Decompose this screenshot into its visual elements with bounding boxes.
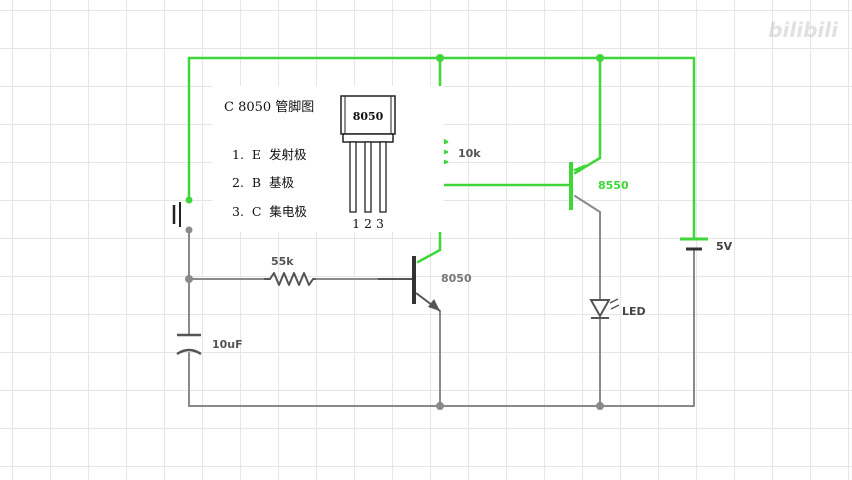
- bilibili-watermark: bilibili: [768, 18, 838, 42]
- to92-package-icon: 8050 1 2 3: [340, 95, 396, 231]
- label-8550: 8550: [598, 179, 629, 192]
- pnp-transistor-symbol: [538, 162, 586, 210]
- pin-row-base: 2. B 基极: [232, 175, 295, 190]
- pin-row-emitter: 1. E 发射极: [232, 147, 307, 162]
- pinout-panel: C 8050 管脚图 1. E 发射极 2. B 基极 3. C 集电极 805…: [212, 86, 444, 232]
- label-10uf: 10uF: [212, 338, 243, 351]
- resistor-55k-symbol: [264, 272, 316, 286]
- led-symbol: [589, 298, 620, 319]
- label-led: LED: [622, 305, 646, 318]
- capacitor-symbol: [176, 333, 202, 356]
- pinout-title: C 8050 管脚图: [224, 100, 315, 115]
- label-5v: 5V: [716, 240, 733, 253]
- label-8050: 8050: [441, 272, 472, 285]
- battery-symbol: [680, 237, 708, 251]
- label-10k: 10k: [458, 147, 481, 160]
- package-label: 8050: [353, 110, 384, 123]
- npn-transistor-symbol: [378, 256, 441, 312]
- label-55k: 55k: [271, 255, 294, 268]
- switch-symbol: [172, 202, 181, 227]
- pin-numbers: 1 2 3: [352, 216, 384, 231]
- pin-row-collector: 3. C 集电极: [232, 204, 307, 219]
